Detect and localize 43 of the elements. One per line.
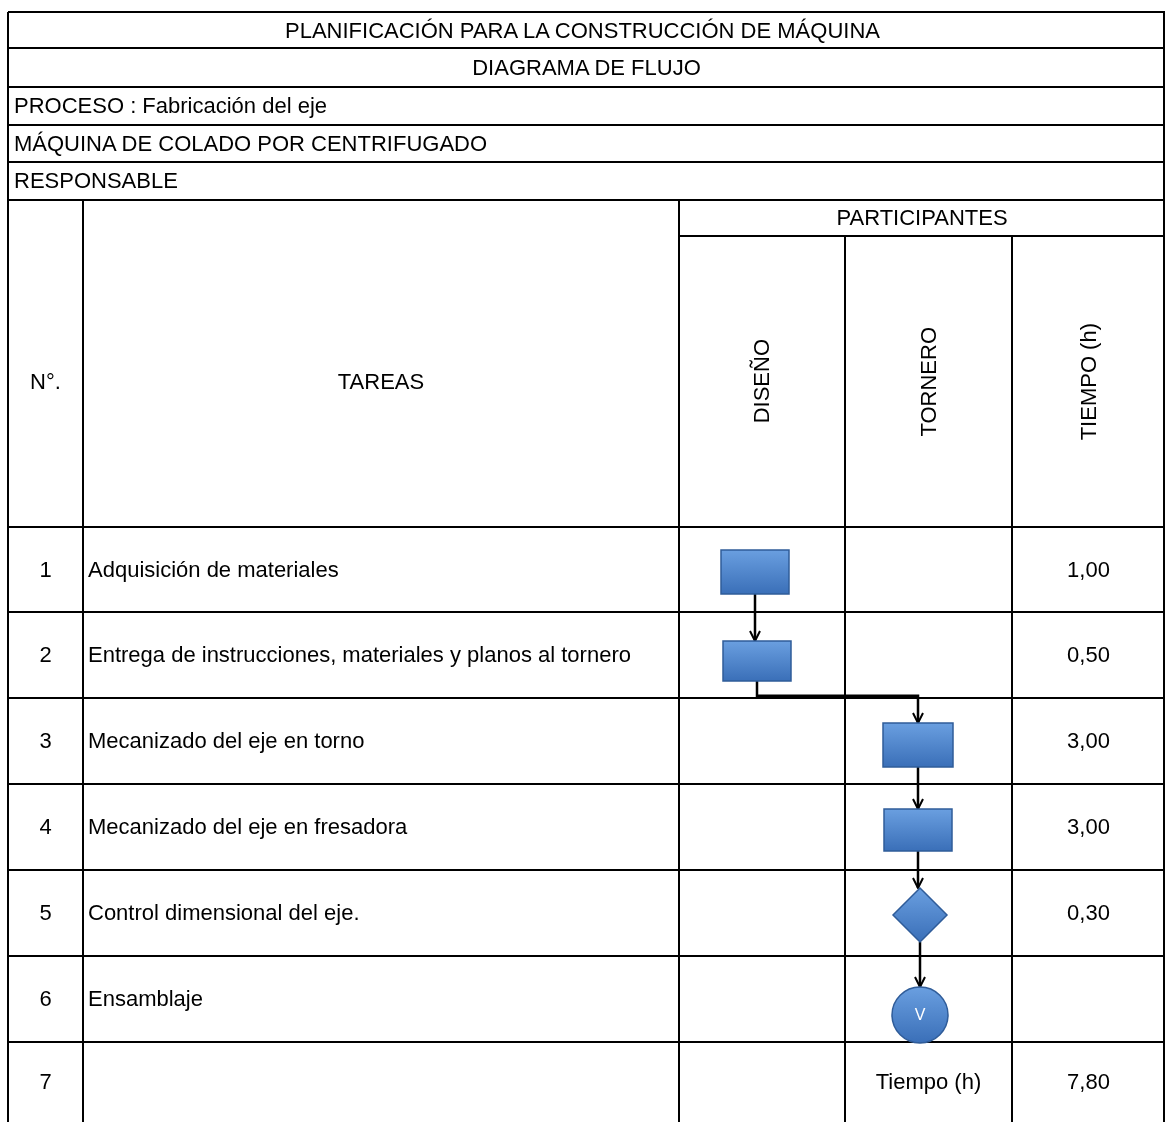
arrow bbox=[749, 594, 761, 642]
header-text: PROCESO : Fabricación del eje bbox=[14, 92, 328, 121]
time-value: 1,00 bbox=[1067, 555, 1110, 584]
title: PLANIFICACIÓN PARA LA CONSTRUCCIÓN DE MÁQUINA bbox=[284, 17, 881, 45]
column-header: TAREAS bbox=[337, 367, 425, 396]
time-value: 0,50 bbox=[1067, 641, 1110, 670]
task-text: Ensamblaje bbox=[88, 985, 203, 1014]
time-value: 0,30 bbox=[1067, 899, 1110, 928]
arrow bbox=[755, 681, 924, 724]
task-text: Entrega de instrucciones, materiales y planos al tornero bbox=[88, 641, 631, 670]
process-box bbox=[720, 549, 790, 595]
header-text: RESPONSABLE bbox=[14, 167, 178, 196]
time-value: 7,80 bbox=[1067, 1068, 1110, 1097]
row-number: 3 bbox=[39, 727, 52, 756]
process-box bbox=[883, 808, 953, 852]
process-box bbox=[722, 640, 792, 682]
row-number: 6 bbox=[39, 985, 52, 1014]
process-box bbox=[882, 722, 954, 768]
task-text: Mecanizado del eje en fresadora bbox=[88, 813, 408, 842]
task-text: Control dimensional del eje. bbox=[88, 899, 360, 928]
arrow bbox=[914, 942, 926, 988]
time-value: 3,00 bbox=[1067, 727, 1110, 756]
column-header: TIEMPO (h) bbox=[1074, 322, 1102, 441]
row-number: 5 bbox=[39, 899, 52, 928]
column-header: TORNERO bbox=[914, 326, 942, 437]
row-number: 1 bbox=[39, 555, 52, 584]
time-value: 3,00 bbox=[1067, 813, 1110, 842]
total-label: Tiempo (h) bbox=[875, 1068, 982, 1097]
arrow bbox=[912, 851, 924, 889]
connector-circle bbox=[891, 986, 949, 1044]
column-header: PARTICIPANTES bbox=[836, 204, 1008, 233]
row-number: 7 bbox=[39, 1068, 52, 1097]
arrow bbox=[912, 767, 924, 810]
column-header: DISEÑO bbox=[748, 339, 776, 424]
decision-diamond bbox=[891, 886, 949, 944]
task-text: Adquisición de materiales bbox=[88, 555, 339, 584]
row-number: 2 bbox=[39, 641, 52, 670]
heading: DIAGRAMA DE FLUJO bbox=[472, 53, 701, 82]
header-text: MÁQUINA DE COLADO POR CENTRIFUGADO bbox=[14, 129, 488, 158]
row-number: 4 bbox=[39, 813, 52, 842]
task-text: Mecanizado del eje en torno bbox=[88, 727, 365, 756]
node-text: V bbox=[913, 1005, 927, 1025]
column-header: N°. bbox=[30, 367, 61, 396]
